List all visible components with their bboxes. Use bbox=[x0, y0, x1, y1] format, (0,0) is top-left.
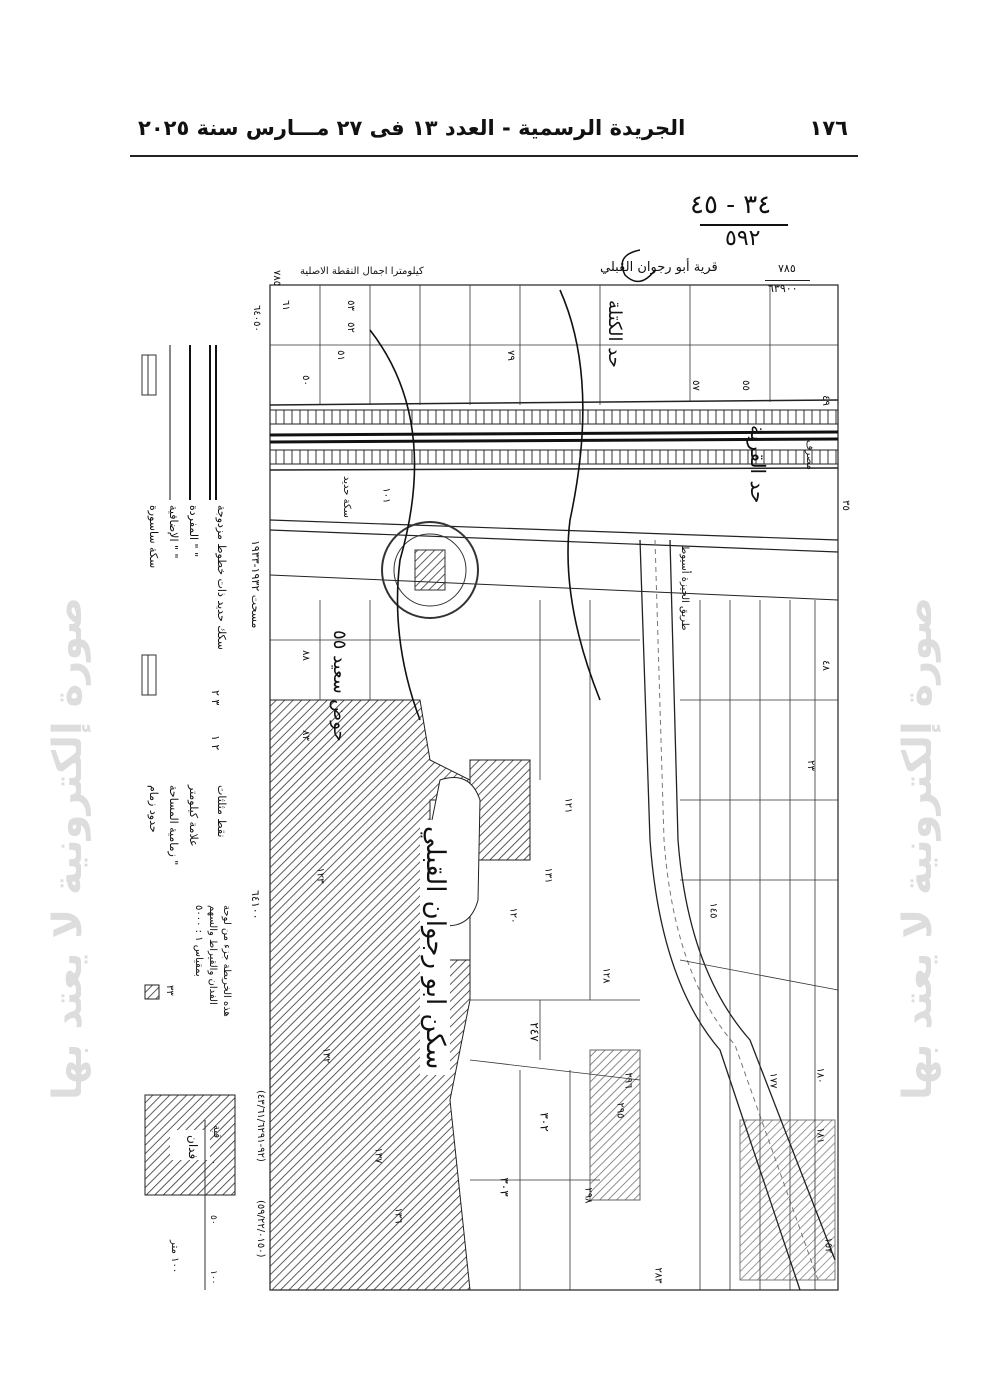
coord-top-left: ٧٨٥ bbox=[271, 270, 282, 287]
parcel-number: ١٣١ bbox=[542, 867, 554, 884]
parcel-number: ٤٨ bbox=[819, 660, 831, 671]
road-label: طريق الجيزة أسيوط bbox=[679, 545, 690, 631]
handwritten-note: حد الكتلة bbox=[604, 300, 625, 368]
parcel-number: ٦١ bbox=[279, 300, 291, 311]
scale-label: قبة bbox=[211, 1125, 222, 1139]
coord-fraction-line bbox=[765, 280, 810, 281]
parcel-number: ٥٣ bbox=[344, 300, 356, 311]
official-stamp bbox=[381, 521, 479, 619]
parcel-number: ٢٩٥ bbox=[614, 1102, 626, 1119]
scale-tick: ٥٠ bbox=[208, 1215, 218, 1225]
handwritten-ref-denominator: ٥٩٢ bbox=[725, 226, 761, 251]
coord-top-right: ٧٨٥ bbox=[778, 262, 796, 275]
parcel-lines bbox=[270, 285, 839, 1290]
coord-left-label: كيلومترا اجمال النقطة الاصلية bbox=[300, 266, 424, 277]
handwritten-note: حوض سعيد ٥٥ bbox=[329, 630, 350, 742]
ref-fraction-line bbox=[700, 224, 788, 226]
highway bbox=[639, 539, 836, 1291]
parcel-number: ١٣٧ bbox=[372, 1147, 384, 1164]
parcel-number: ١٢٣ bbox=[314, 867, 326, 884]
parcel-number: ١٤٥ bbox=[707, 902, 719, 919]
legend-note: الفدان والقيراط والسهم bbox=[207, 905, 218, 1005]
parcel-number: ٥١ bbox=[334, 350, 346, 361]
legend-triangle-2: ٢ ١ bbox=[209, 735, 222, 751]
parcel-number: ٥٧ bbox=[689, 380, 701, 391]
legend-item: " زمامية المساحة bbox=[167, 785, 180, 866]
parcel-number: ٢٩٨ bbox=[582, 1187, 594, 1204]
parcel-number: ٢٩٦ bbox=[622, 1072, 634, 1089]
parcel-number: ١٨٠ bbox=[814, 1067, 826, 1084]
legend-item: " " المفردة bbox=[187, 505, 200, 558]
legend-graphics bbox=[141, 345, 236, 1290]
railway-label: سكة حديد bbox=[341, 476, 352, 518]
parcel-number: ٣٥ bbox=[839, 500, 851, 511]
parcel-number: ٥٠ bbox=[299, 375, 311, 386]
parcel-number: ١٠١ bbox=[380, 487, 392, 504]
parcel-number: ١٨١ bbox=[814, 1127, 826, 1144]
parcel-number: ١٣٢ bbox=[320, 1047, 332, 1064]
parcel-number: ٨٨ bbox=[299, 650, 311, 661]
parcel-number: ٣٠٣ bbox=[497, 1177, 512, 1197]
gazette-title: الجريدة الرسمية - العدد ١٣ فى ٢٧ مـــارس… bbox=[138, 116, 686, 140]
legend-item: علامة كيلومتر bbox=[187, 785, 200, 847]
page-number: ١٧٦ bbox=[809, 116, 848, 140]
parcel-number: ١٧٧ bbox=[767, 1072, 779, 1089]
legend-item: سكة ساسورة bbox=[147, 505, 160, 569]
parcel-number: ٨٣ bbox=[299, 730, 311, 741]
coord-left-side: ٦٤٠٥٠ bbox=[251, 305, 262, 332]
legend-triangle-1: ٣ ٢ bbox=[209, 690, 222, 706]
date-note-2: (٥٩/٢٢/٠١٥٠) bbox=[255, 1200, 266, 1258]
page-header: ١٧٦ الجريدة الرسمية - العدد ١٣ فى ٢٧ مــ… bbox=[130, 112, 858, 148]
parcel-number: ٢٤٧ bbox=[527, 1022, 542, 1042]
handwritten-main-label: سكن ابو رجوان القبلي bbox=[420, 820, 450, 1076]
date-note-1: (٩٢-٤٣/٦١/٦٢٩١) bbox=[255, 1090, 266, 1162]
handwritten-note: حد القرية bbox=[746, 425, 770, 504]
scale-tick: ٠ bbox=[208, 1160, 218, 1165]
legend-area-unit: فدان bbox=[186, 1135, 200, 1160]
built-area bbox=[589, 1049, 641, 1201]
parcel-number: ٤٩ bbox=[819, 395, 831, 406]
parcel-number: ٧٩ bbox=[504, 350, 516, 361]
scale-text: ١٠٠ متر bbox=[169, 1240, 180, 1274]
legend-item: حدود زمام bbox=[147, 785, 160, 833]
legend-item: سكك حديد ذات خطوط مزدوجة bbox=[215, 505, 228, 650]
parcel-number: ١٥٢ bbox=[822, 1237, 834, 1254]
scale-tick: ١٠٠ bbox=[208, 1270, 218, 1285]
header-rule bbox=[130, 155, 858, 157]
parcel-number: ١٢٨ bbox=[600, 967, 612, 984]
year-note: مسحت ١٩٣٢-١٩٣٣ bbox=[249, 540, 262, 629]
parcel-number: ١٢٠ bbox=[507, 907, 519, 924]
parcel-number: ٥٢ bbox=[344, 322, 356, 333]
coord-top-right-2: ٦٣٩٠٠ bbox=[768, 282, 798, 295]
legend-item: " " الإضافية bbox=[167, 505, 180, 559]
parcel-number: ١٣٦ bbox=[392, 1207, 404, 1224]
legend-item: نقط مثلثات bbox=[215, 785, 228, 838]
handwritten-boundary bbox=[559, 289, 601, 701]
parcel-number: ٢٣ bbox=[804, 760, 816, 771]
parcel-number: ٢٨٣ bbox=[652, 1267, 664, 1284]
canal-label: مصرف bbox=[804, 440, 815, 470]
parcel-number: ٥٥ bbox=[739, 380, 751, 391]
legend-small-square-label: ٣٣ bbox=[164, 985, 175, 996]
village-name: قرية أبو رجوان القبلي bbox=[600, 260, 718, 275]
parcel-number: ١٢١ bbox=[562, 797, 574, 814]
handwritten-ref: ٣٤ - ٤٥ bbox=[690, 190, 772, 220]
parcel-number: ٣٠٢ bbox=[537, 1112, 552, 1132]
legend-note: هذه الخريطة جزء من لوحة bbox=[221, 905, 232, 1017]
railway bbox=[269, 399, 839, 471]
legend-note: بمقياس ١ : ٥٠٠٠ bbox=[193, 905, 204, 977]
built-area bbox=[739, 1119, 836, 1281]
coord-bottom: ٦٤١٠٠ bbox=[249, 890, 262, 920]
